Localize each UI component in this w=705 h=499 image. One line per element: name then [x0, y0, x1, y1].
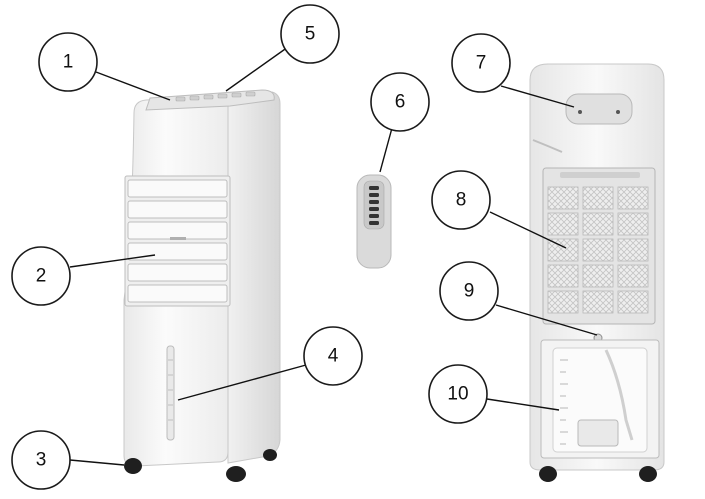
svg-text:6: 6	[395, 92, 406, 113]
svg-text:2: 2	[36, 266, 47, 287]
pump-tube	[604, 349, 634, 441]
remote-buttons	[369, 186, 379, 225]
tank-level-scale	[560, 359, 568, 445]
back-wheels	[539, 466, 657, 482]
remote-control	[356, 174, 392, 269]
honeycomb-filter-cells	[547, 186, 649, 314]
carry-handle	[565, 93, 633, 125]
callout-2: 2	[11, 246, 71, 306]
svg-text:10: 10	[447, 384, 468, 405]
cooler-side-panel	[225, 91, 281, 464]
callout-6: 6	[370, 72, 430, 132]
svg-text:4: 4	[328, 346, 339, 367]
leader-lines	[69, 46, 598, 466]
air-cooler-front-view	[123, 89, 281, 482]
control-panel-buttons	[175, 91, 256, 102]
power-cord	[532, 139, 563, 153]
svg-text:1: 1	[63, 52, 74, 73]
water-level-gauge	[166, 345, 175, 441]
callout-4: 4	[303, 326, 363, 386]
gauge-marks	[168, 359, 173, 421]
callout-9: 9	[439, 261, 499, 321]
air-cooler-back-view	[529, 63, 665, 482]
control-panel	[145, 89, 275, 111]
callout-7: 7	[451, 33, 511, 93]
callout-1: 1	[38, 32, 98, 92]
callout-8: 8	[431, 170, 491, 230]
pump-unit	[577, 419, 619, 447]
svg-text:7: 7	[476, 53, 487, 74]
svg-text:8: 8	[456, 190, 467, 211]
svg-text:3: 3	[36, 450, 47, 471]
callout-3: 3	[11, 430, 71, 490]
louvre-tab	[170, 237, 186, 240]
callout-5: 5	[280, 4, 340, 64]
air-louvres	[127, 179, 228, 303]
svg-text:5: 5	[305, 24, 316, 45]
callout-10: 10	[428, 364, 488, 424]
castor-wheels	[124, 449, 277, 482]
filter-top-bar	[560, 172, 640, 178]
svg-text:9: 9	[464, 281, 475, 302]
